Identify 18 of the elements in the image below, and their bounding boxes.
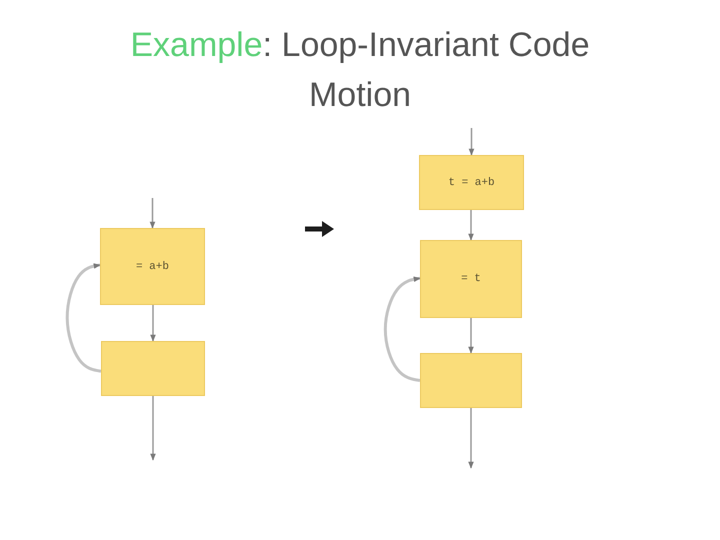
arrow	[468, 408, 474, 469]
code-text: = a+b	[136, 260, 169, 272]
arrow	[468, 318, 474, 354]
process-box	[420, 353, 522, 408]
code-text: t = a+b	[448, 176, 495, 188]
arrow	[150, 305, 156, 342]
process-box	[419, 155, 524, 210]
arrow	[150, 198, 156, 229]
process-box	[100, 228, 205, 305]
code-text: = t	[461, 273, 481, 285]
arrow	[150, 396, 156, 461]
process-box	[101, 341, 205, 396]
process-box	[420, 240, 522, 318]
arrow	[468, 128, 474, 156]
arrow	[468, 210, 474, 241]
slide-title: Example: Loop-Invariant Code Motion	[129, 25, 591, 116]
arrow	[66, 263, 102, 373]
arrow	[384, 276, 421, 382]
